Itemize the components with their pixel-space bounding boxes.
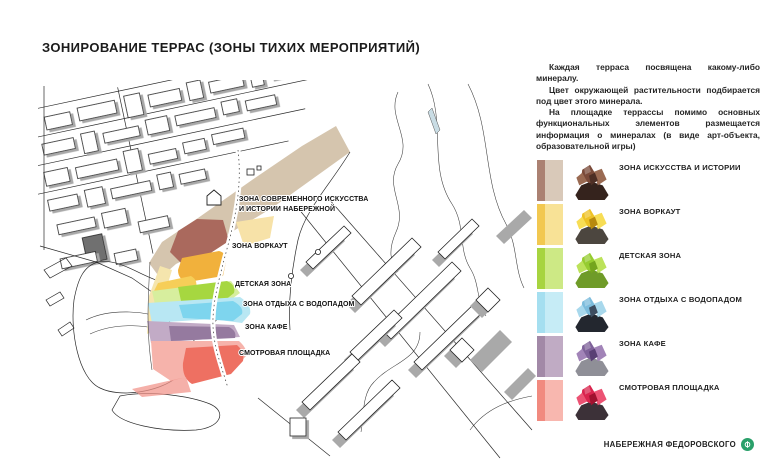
terrain-contours	[360, 83, 533, 433]
zone-kids-core[interactable]	[178, 281, 235, 301]
zone-cafe-core[interactable]	[169, 326, 236, 341]
site-map: ЗОНА СОВРЕМЕННОГО ИСКУССТВА И ИСТОРИИ НА…	[14, 48, 538, 460]
color-swatch	[537, 292, 563, 333]
brand-name: НАБЕРЕЖНАЯ ФЕДОРОВСКОГО	[603, 440, 736, 449]
footer: НАБЕРЕЖНАЯ ФЕДОРОВСКОГО	[538, 438, 754, 451]
map-icons	[206, 165, 321, 279]
map-label-water: ЗОНА ОТДЫХА С ВОДОПАДОМ	[243, 301, 354, 308]
mineral-photo	[575, 252, 609, 289]
mineral-photo	[575, 208, 609, 245]
map-label-workout: ЗОНА ВОРКАУТ	[232, 243, 288, 250]
map-label-kids: ДЕТСКАЯ ЗОНА	[235, 281, 291, 288]
house-icon	[246, 168, 255, 176]
legend-label: ЗОНА ОТДЫХА С ВОДОПАДОМ	[619, 295, 742, 304]
city-blocks	[14, 48, 319, 270]
map-canvas: ЗОНА СОВРЕМЕННОГО ИСКУССТВА И ИСТОРИИ НА…	[14, 48, 536, 459]
house-icon	[206, 189, 222, 206]
map-label-lookout: СМОТРОВАЯ ПЛОЩАДКА	[239, 350, 330, 357]
legend-item-cafe: ЗОНА КАФЕ	[537, 336, 760, 377]
legend-item-lookout: СМОТРОВАЯ ПЛОЩАДКА	[537, 380, 760, 421]
legend-label: ДЕТСКАЯ ЗОНА	[619, 251, 682, 260]
zone-lookout-core[interactable]	[182, 345, 244, 384]
description-paragraph-3: На площадке террассы помимо основных фун…	[536, 107, 760, 151]
legend-item-workout: ЗОНА ВОРКАУТ	[537, 204, 760, 245]
map-label-art-2: И ИСТОРИИ НАБЕРЕЖНОЙ	[239, 204, 335, 213]
poi-circle	[314, 248, 321, 255]
description-paragraph-1: Каждая терраса посвящена какому-либо мин…	[536, 62, 760, 84]
zone-workout-tongue[interactable]	[236, 216, 274, 246]
description-paragraph-2: Цвет окружающей растительности подбирает…	[536, 84, 760, 106]
mineral-photo	[575, 296, 609, 333]
color-swatch	[537, 336, 563, 377]
legend-item-water: ЗОНА ОТДЫХА С ВОДОПАДОМ	[537, 292, 760, 333]
poi-circle	[287, 272, 294, 279]
map-label-art-1: ЗОНА СОВРЕМЕННОГО ИСКУССТВА	[239, 196, 368, 203]
zone-water-core[interactable]	[179, 301, 243, 321]
legend-label: СМОТРОВАЯ ПЛОЩАДКА	[619, 383, 720, 392]
legend-label: ЗОНА ИСКУССТВА И ИСТОРИИ	[619, 163, 741, 172]
house-icon	[256, 165, 262, 171]
map-labels: ЗОНА СОВРЕМЕННОГО ИСКУССТВА И ИСТОРИИ НА…	[231, 195, 369, 358]
brand-logo-icon	[741, 438, 754, 451]
legend: ЗОНА ИСКУССТВА И ИСТОРИИ ЗОНА ВОРКАУТ	[537, 160, 760, 421]
mineral-photo	[575, 384, 609, 421]
color-swatch	[537, 204, 563, 245]
pond-shape	[427, 107, 441, 135]
color-swatch	[537, 380, 563, 421]
slab-buildings	[289, 210, 536, 448]
legend-label: ЗОНА КАФЕ	[619, 339, 666, 348]
color-swatch	[537, 248, 563, 289]
legend-label: ЗОНА ВОРКАУТ	[619, 207, 681, 216]
description-block: Каждая терраса посвящена какому-либо мин…	[536, 62, 760, 152]
legend-item-kids: ДЕТСКАЯ ЗОНА	[537, 248, 760, 289]
color-swatch	[537, 160, 563, 201]
zone-lookout-fade[interactable]	[132, 377, 191, 397]
page-title: ЗОНИРОВАНИЕ ТЕРРАС (ЗОНЫ ТИХИХ МЕРОПРИЯТ…	[42, 40, 421, 55]
zone-art-core[interactable]	[170, 219, 229, 263]
mineral-photo	[575, 164, 609, 201]
map-label-cafe: ЗОНА КАФЕ	[245, 324, 288, 331]
terrace-zones	[132, 126, 350, 397]
mineral-photo	[575, 340, 609, 377]
legend-item-art: ЗОНА ИСКУССТВА И ИСТОРИИ	[537, 160, 760, 201]
stair-path	[147, 149, 351, 389]
zone-workout-core[interactable]	[178, 251, 227, 282]
